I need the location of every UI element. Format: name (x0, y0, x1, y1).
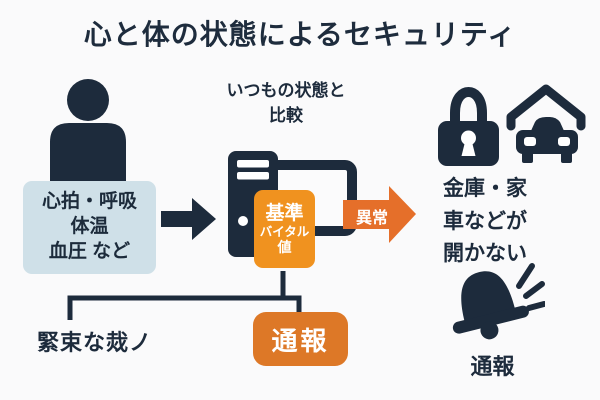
vitals-line: 血圧 など (48, 240, 131, 262)
result-text: 金庫・家 車などが 開かない (443, 173, 527, 271)
baseline-vitals-line1: 基準 (265, 202, 304, 224)
abnormal-arrow-icon (343, 184, 417, 246)
report-button: 通報 (253, 312, 348, 366)
result-line: 車などが (443, 209, 527, 233)
vitals-line: 心拍・呼吸 (41, 191, 137, 213)
padlock-icon (437, 86, 500, 166)
comparison-caption-line1: いつもの状態と (226, 81, 346, 100)
vitals-box: 心拍・呼吸 体温 血圧 など (23, 181, 156, 274)
right-arrow-icon (161, 197, 217, 241)
result-line: 金庫・家 (443, 177, 527, 200)
baseline-vitals-line3: 値 (277, 239, 292, 256)
vitals-line: 体温 (70, 216, 109, 238)
bell-label: 通報 (470, 354, 515, 379)
abnormal-arrow-label: 異常 (355, 210, 388, 227)
garage-car-icon (506, 84, 586, 168)
comparison-caption-line2: 比較 (269, 105, 303, 125)
person-icon (43, 78, 133, 188)
result-line: 開かない (443, 242, 527, 266)
report-button-label: 通報 (271, 325, 330, 356)
page-title: 心と体の状態によるセキュリティ (83, 19, 517, 50)
alarm-bell-icon (440, 258, 545, 350)
emergency-label: 緊束な烖ノ (37, 330, 153, 355)
comparison-caption: いつもの状態と 比較 (200, 79, 372, 128)
baseline-vitals-box: 基準 バイタル 値 (254, 190, 315, 268)
baseline-vitals-line2: バイタル (259, 224, 310, 239)
